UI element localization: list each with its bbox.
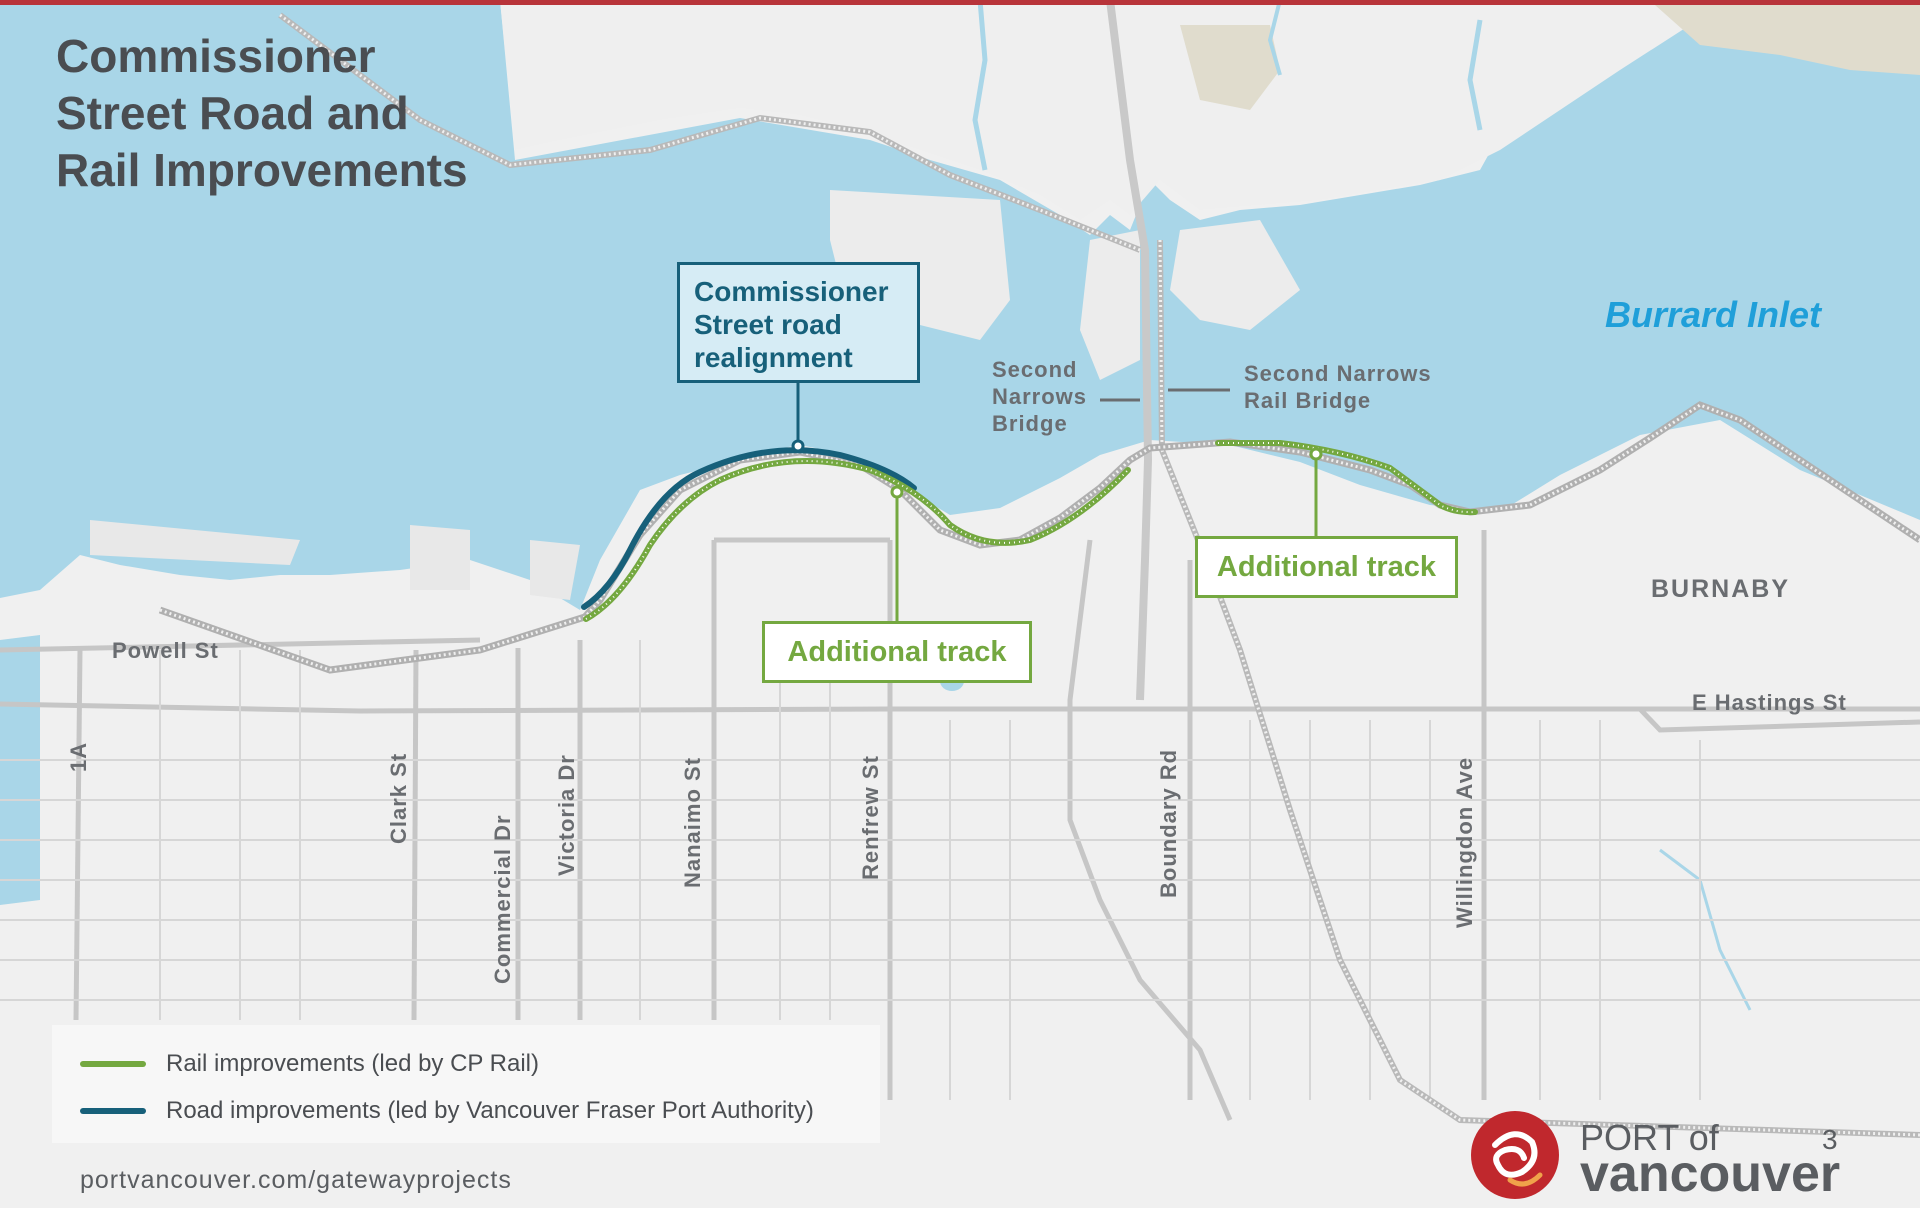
- second-narrows-bridge-label: Second Narrows Bridge: [992, 357, 1088, 436]
- callout-line-2: Street road: [694, 309, 842, 340]
- burrard-inlet-label: Burrard Inlet: [1605, 294, 1822, 335]
- street-label-victoria: Victoria Dr: [554, 754, 579, 876]
- street-label-boundary: Boundary Rd: [1156, 748, 1181, 898]
- road-improvement-line: [581, 447, 917, 610]
- title-line-1: Commissioner: [56, 30, 376, 82]
- second-narrows-rail-bridge-label: Second Narrows Rail Bridge: [1244, 361, 1432, 413]
- rail-swatch: [80, 1061, 146, 1067]
- street-label-powell: Powell St: [112, 638, 219, 663]
- title-line-3: Rail Improvements: [56, 144, 468, 196]
- street-label-clark: Clark St: [386, 752, 411, 844]
- street-label-e-hastings: E Hastings St: [1692, 690, 1847, 715]
- header-accent-bar: [0, 0, 1920, 5]
- website-link[interactable]: portvancouver.com/gatewayprojects: [80, 1166, 512, 1194]
- title-line-2: Street Road and: [56, 87, 409, 139]
- logo-text-vancouver: vancouver: [1580, 1145, 1841, 1203]
- map-title: Commissioner Street Road and Rail Improv…: [56, 28, 576, 199]
- additional-track-callout-west: Additional track: [762, 621, 1032, 683]
- callout-line-1: Commissioner: [694, 276, 889, 307]
- legend-rail-label: Rail improvements (led by CP Rail): [166, 1050, 540, 1077]
- additional-track-callout-east: Additional track: [1195, 536, 1458, 598]
- street-label-commercial: Commercial Dr: [490, 814, 515, 984]
- street-label-1a: 1A: [66, 741, 91, 772]
- burnaby-label: BURNABY: [1651, 575, 1790, 603]
- road-swatch: [80, 1108, 146, 1114]
- legend-item-road: Road improvements (led by Vancouver Fras…: [80, 1096, 814, 1126]
- page-number: 3: [1822, 1124, 1838, 1155]
- callout-line-3: realignment: [694, 342, 853, 373]
- legend-item-rail: Rail improvements (led by CP Rail): [80, 1049, 539, 1079]
- logo-text-port-of: PORT of: [1580, 1117, 1719, 1158]
- legend-road-label: Road improvements (led by Vancouver Fras…: [166, 1097, 814, 1124]
- rail-improvement-west: [583, 458, 1131, 622]
- map-legend: Rail improvements (led by CP Rail) Road …: [52, 1025, 880, 1143]
- port-of-vancouver-logo-icon: [1471, 1111, 1559, 1199]
- street-label-willingdon: Willingdon Ave: [1452, 756, 1477, 928]
- street-label-renfrew: Renfrew St: [858, 755, 883, 880]
- street-label-nanaimo: Nanaimo St: [680, 756, 705, 888]
- road-realignment-callout: Commissioner Street road realignment: [677, 262, 920, 383]
